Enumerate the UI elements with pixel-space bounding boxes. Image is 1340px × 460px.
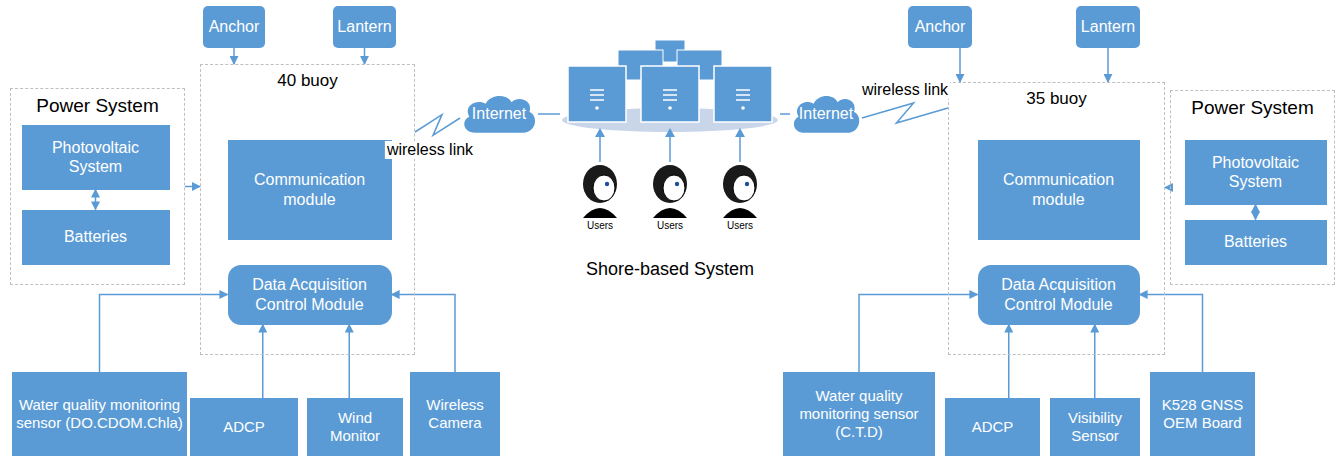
node-label: Shore-based System — [586, 259, 754, 280]
connector — [959, 48, 961, 82]
internet-cloud: Internet — [790, 93, 862, 135]
node-label: Visibility Sensor — [1054, 409, 1136, 445]
component-box: K528 GNSS OEM Board — [1150, 372, 1255, 456]
system-panel: Power SystemPhotovoltaic SystemBatteries — [1170, 90, 1335, 285]
component-box: Lantern — [1076, 6, 1140, 48]
connector — [415, 115, 460, 136]
internet-cloud: Internet — [460, 93, 538, 135]
node-label: ADCP — [972, 418, 1014, 436]
component-box: Communication module — [228, 140, 392, 240]
connector — [780, 113, 790, 115]
connector — [1107, 48, 1109, 82]
server-cluster: Shore-based System Users Users Users — [560, 38, 780, 282]
node-label: Water quality monitoring sensor (C.T.D) — [787, 387, 931, 441]
node-label: Batteries — [64, 227, 127, 246]
component-box: Photovoltaic System — [1185, 140, 1327, 205]
link-label: wireless link — [860, 81, 950, 99]
connector — [233, 48, 235, 64]
node-label: 40 buoy — [201, 65, 414, 91]
node-label: Photovoltaic System — [1189, 153, 1323, 191]
connector — [1094, 325, 1096, 399]
node-label: Internet — [472, 105, 526, 123]
node-label: Batteries — [1224, 232, 1287, 251]
node-label: Communication module — [232, 170, 388, 208]
component-box: Anchor — [203, 6, 265, 48]
connector — [349, 325, 351, 399]
user-label: Users — [575, 220, 625, 231]
user-label: Users — [645, 220, 695, 231]
component-box: Water quality monitoring sensor (DO.CDOM… — [12, 372, 187, 456]
connector — [859, 295, 978, 373]
server-illustration — [560, 38, 780, 238]
node-label: ADCP — [223, 418, 265, 436]
connector — [185, 186, 200, 188]
connector — [1140, 295, 1203, 373]
node-label: Anchor — [209, 17, 260, 36]
system-panel: 40 buoyCommunication moduleData Acquisit… — [200, 64, 415, 355]
node-label: Power System — [1171, 91, 1334, 119]
component-box: Communication module — [978, 140, 1140, 240]
connector — [100, 295, 228, 373]
node-label: K528 GNSS OEM Board — [1154, 396, 1251, 432]
node-label: Data Acquisition Control Module — [982, 275, 1136, 313]
component-box: Lantern — [333, 6, 396, 48]
node-label: Lantern — [337, 17, 391, 36]
connector — [1255, 205, 1257, 220]
node-label: Data Acquisition Control Module — [232, 275, 388, 313]
node-label: Photovoltaic System — [26, 138, 166, 176]
connector — [392, 295, 456, 373]
component-box: Wind Monitor — [307, 398, 403, 456]
node-label: Power System — [11, 89, 184, 117]
node-label: Wireless Camera — [414, 396, 496, 432]
component-box: Anchor — [908, 6, 972, 48]
connector — [262, 325, 264, 399]
node-label: 35 buoy — [949, 83, 1164, 109]
connector — [538, 113, 560, 115]
component-box: Water quality monitoring sensor (C.T.D) — [783, 372, 935, 456]
connector — [1008, 325, 1010, 399]
component-box: ADCP — [190, 398, 298, 456]
connector — [95, 190, 97, 210]
connector — [862, 103, 948, 123]
component-box: Photovoltaic System — [22, 125, 170, 190]
node-label: Water quality monitoring sensor (DO.CDOM… — [16, 396, 183, 432]
system-panel: 35 buoyCommunication moduleData Acquisit… — [948, 82, 1165, 355]
component-box: ADCP — [945, 398, 1040, 456]
component-box: Data Acquisition Control Module — [978, 265, 1140, 325]
component-box: Visibility Sensor — [1050, 398, 1140, 456]
component-box: Batteries — [22, 210, 170, 265]
user-label: Users — [715, 220, 765, 231]
component-box: Wireless Camera — [410, 372, 500, 456]
system-panel: Power SystemPhotovoltaic SystemBatteries — [10, 88, 185, 285]
connector — [364, 48, 366, 64]
node-label: Anchor — [915, 17, 966, 36]
component-box: Data Acquisition Control Module — [228, 265, 392, 325]
component-box: Batteries — [1185, 220, 1327, 265]
link-label: wireless link — [385, 141, 475, 159]
node-label: Wind Monitor — [311, 409, 399, 445]
node-label: Internet — [799, 105, 853, 123]
node-label: Communication module — [982, 170, 1136, 208]
node-label: Lantern — [1081, 17, 1135, 36]
